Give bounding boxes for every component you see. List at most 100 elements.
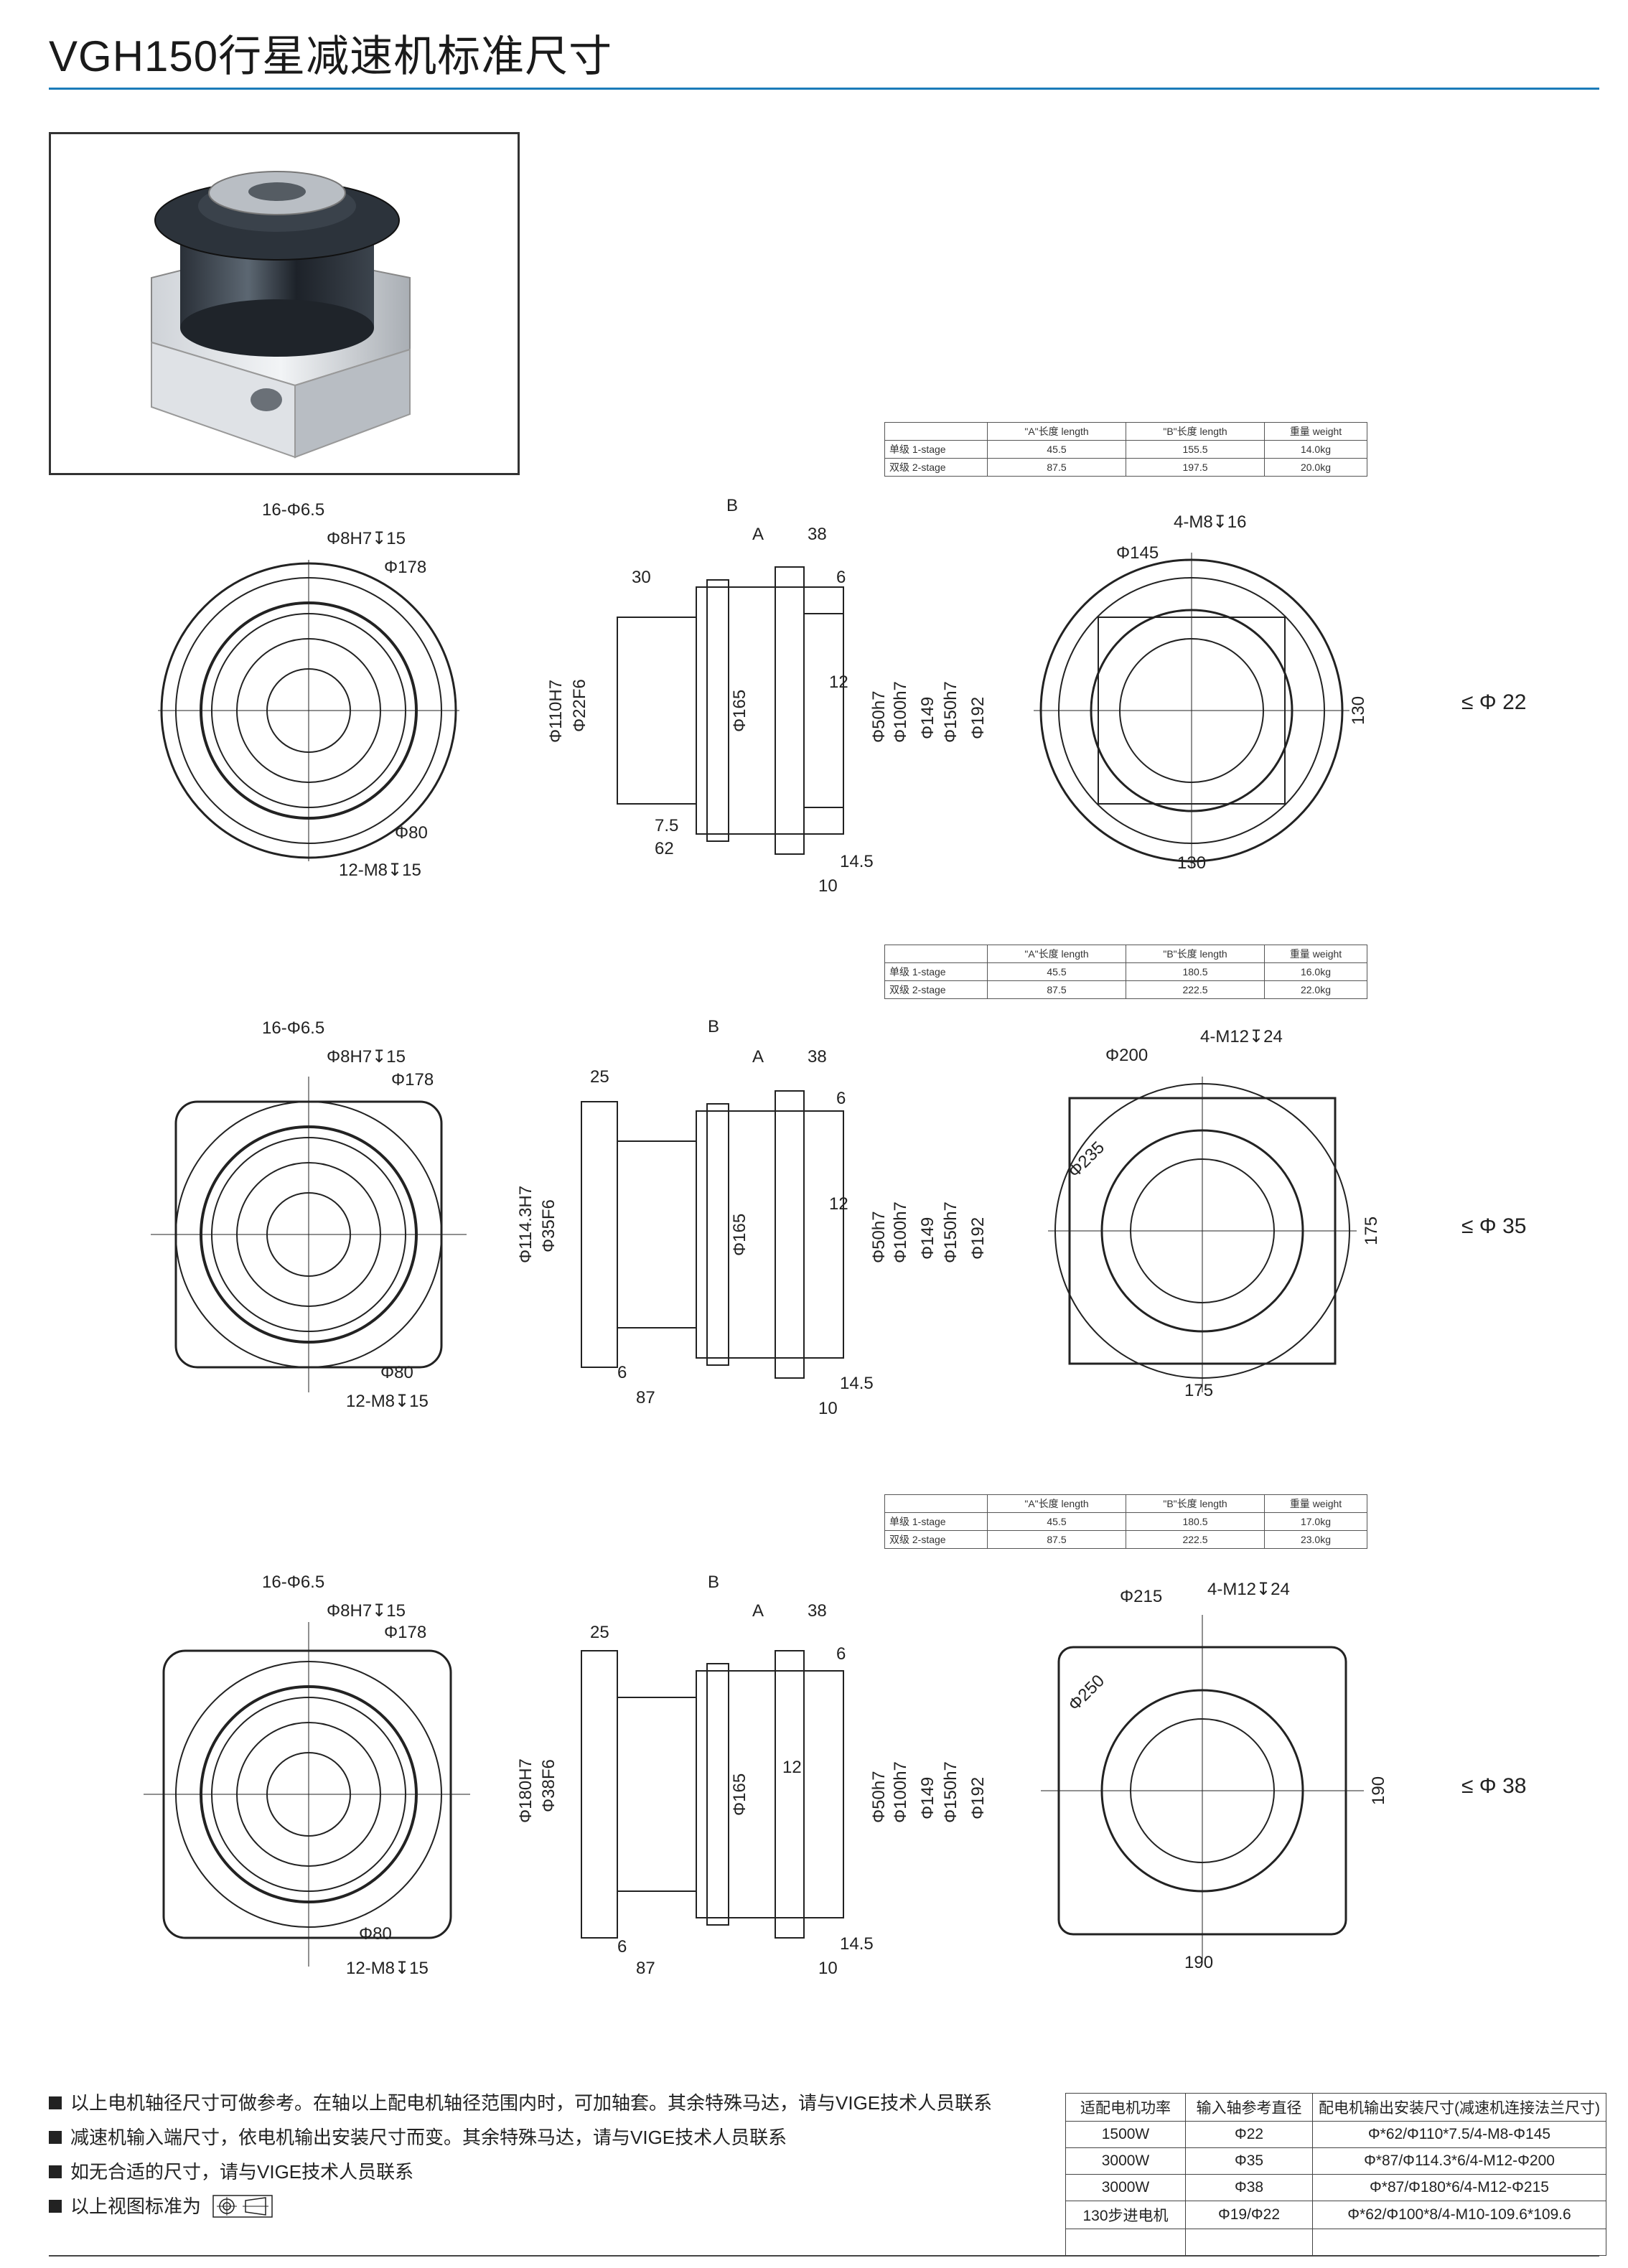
page-title: VGH150行星减速机标准尺寸 bbox=[49, 32, 613, 80]
svg-text:Φ145: Φ145 bbox=[1116, 543, 1159, 563]
drawing-row-3: 16-Φ6.5 Φ8H7↧15 Φ178 Φ80 12-M8↧15 B A 38… bbox=[144, 1573, 1388, 1978]
bullet-square-icon bbox=[49, 2200, 62, 2213]
svg-text:6: 6 bbox=[836, 1089, 846, 1108]
footer-rule bbox=[49, 2255, 1599, 2257]
spec-table-1: "A"长度 length "B"长度 length 重量 weight 单级 1… bbox=[884, 422, 1367, 477]
svg-text:Φ149: Φ149 bbox=[918, 697, 937, 739]
svg-text:12: 12 bbox=[782, 1758, 802, 1777]
svg-text:62: 62 bbox=[655, 839, 674, 858]
svg-text:87: 87 bbox=[636, 1388, 655, 1407]
svg-text:Φ192: Φ192 bbox=[968, 697, 988, 739]
svg-text:130: 130 bbox=[1349, 696, 1368, 725]
svg-text:Φ149: Φ149 bbox=[918, 1777, 937, 1819]
svg-text:Φ80: Φ80 bbox=[359, 1924, 392, 1944]
svg-text:Φ80: Φ80 bbox=[380, 1363, 413, 1382]
svg-text:Φ178: Φ178 bbox=[391, 1070, 434, 1090]
note-item: 减速机输入端尺寸，依电机输出安装尺寸而变。其余特殊马达，请与VIGE技术人员联系 bbox=[49, 2120, 992, 2155]
bullet-square-icon bbox=[49, 2165, 62, 2178]
svg-text:Φ192: Φ192 bbox=[968, 1777, 988, 1819]
svg-text:14.5: 14.5 bbox=[840, 1934, 874, 1954]
svg-text:6: 6 bbox=[617, 1363, 627, 1382]
svg-text:38: 38 bbox=[808, 525, 827, 544]
svg-text:10: 10 bbox=[818, 876, 838, 896]
svg-text:Φ149: Φ149 bbox=[918, 1217, 937, 1260]
svg-text:14.5: 14.5 bbox=[840, 852, 874, 871]
svg-text:190: 190 bbox=[1369, 1776, 1388, 1805]
svg-text:16-Φ6.5: 16-Φ6.5 bbox=[262, 1019, 324, 1038]
svg-text:12: 12 bbox=[829, 673, 848, 692]
svg-text:12-M8↧15: 12-M8↧15 bbox=[339, 861, 421, 880]
svg-text:12: 12 bbox=[829, 1194, 848, 1214]
third-angle-projection-icon bbox=[212, 2195, 273, 2218]
product-photo bbox=[49, 132, 520, 475]
svg-text:A: A bbox=[752, 1047, 764, 1067]
spec-table-3: "A"长度 length "B"长度 length 重量 weight 单级 1… bbox=[884, 1494, 1367, 1549]
svg-text:7.5: 7.5 bbox=[655, 816, 678, 835]
shaft-diameter-3: ≤ Φ 38 bbox=[1461, 1774, 1527, 1798]
svg-text:B: B bbox=[726, 496, 738, 515]
svg-text:Φ100h7: Φ100h7 bbox=[891, 681, 910, 743]
svg-text:Φ8H7↧15: Φ8H7↧15 bbox=[327, 1047, 406, 1067]
svg-text:A: A bbox=[752, 525, 764, 544]
svg-text:6: 6 bbox=[836, 1644, 846, 1664]
svg-text:Φ200: Φ200 bbox=[1105, 1046, 1148, 1065]
svg-text:4-M12↧24: 4-M12↧24 bbox=[1207, 1580, 1290, 1599]
svg-text:190: 190 bbox=[1184, 1953, 1213, 1972]
svg-text:4-M12↧24: 4-M12↧24 bbox=[1200, 1027, 1283, 1046]
svg-text:10: 10 bbox=[818, 1959, 838, 1978]
svg-text:Φ35F6: Φ35F6 bbox=[539, 1199, 558, 1252]
svg-text:Φ165: Φ165 bbox=[730, 1773, 749, 1816]
svg-text:Φ100h7: Φ100h7 bbox=[891, 1201, 910, 1263]
svg-text:12-M8↧15: 12-M8↧15 bbox=[346, 1392, 429, 1411]
spec-table-2: "A"长度 length "B"长度 length 重量 weight 单级 1… bbox=[884, 945, 1367, 999]
svg-text:Φ80: Φ80 bbox=[395, 823, 428, 843]
svg-text:16-Φ6.5: 16-Φ6.5 bbox=[262, 500, 324, 520]
svg-text:B: B bbox=[708, 1573, 719, 1592]
bullet-square-icon bbox=[49, 2096, 62, 2109]
svg-text:Φ150h7: Φ150h7 bbox=[941, 1761, 960, 1823]
svg-text:Φ250: Φ250 bbox=[1065, 1671, 1108, 1715]
svg-text:Φ165: Φ165 bbox=[730, 690, 749, 732]
svg-text:12-M8↧15: 12-M8↧15 bbox=[346, 1959, 429, 1978]
svg-text:Φ150h7: Φ150h7 bbox=[941, 681, 960, 743]
svg-text:30: 30 bbox=[632, 568, 651, 587]
svg-text:Φ150h7: Φ150h7 bbox=[941, 1201, 960, 1263]
svg-text:Φ50h7: Φ50h7 bbox=[869, 1771, 889, 1823]
svg-text:Φ100h7: Φ100h7 bbox=[891, 1761, 910, 1823]
svg-text:Φ178: Φ178 bbox=[384, 558, 426, 577]
drawing-row-2: 16-Φ6.5 Φ8H7↧15 Φ178 Φ80 12-M8↧15 B A 38… bbox=[151, 1019, 1381, 1418]
note-item: 以上视图标准为 bbox=[49, 2189, 992, 2224]
motor-adaptation-table: 适配电机功率 输入轴参考直径 配电机输出安装尺寸(减速机连接法兰尺寸) 1500… bbox=[1065, 2093, 1606, 2256]
svg-text:6: 6 bbox=[836, 568, 846, 587]
svg-text:Φ8H7↧15: Φ8H7↧15 bbox=[327, 529, 406, 548]
svg-text:Φ235: Φ235 bbox=[1065, 1138, 1108, 1181]
svg-text:Φ8H7↧15: Φ8H7↧15 bbox=[327, 1601, 406, 1621]
svg-text:16-Φ6.5: 16-Φ6.5 bbox=[262, 1573, 324, 1592]
svg-text:Φ180H7: Φ180H7 bbox=[516, 1758, 535, 1823]
svg-text:4-M8↧16: 4-M8↧16 bbox=[1174, 512, 1246, 532]
bullet-square-icon bbox=[49, 2131, 62, 2144]
svg-text:B: B bbox=[708, 1019, 719, 1036]
svg-text:Φ165: Φ165 bbox=[730, 1214, 749, 1256]
svg-text:Φ50h7: Φ50h7 bbox=[869, 1211, 889, 1263]
svg-text:25: 25 bbox=[590, 1623, 609, 1642]
svg-text:Φ178: Φ178 bbox=[384, 1623, 426, 1642]
svg-text:Φ110H7: Φ110H7 bbox=[546, 680, 566, 743]
note-item: 以上电机轴径尺寸可做参考。在轴以上配电机轴径范围内时，可加轴套。其余特殊马达，请… bbox=[49, 2086, 992, 2120]
drawing-row-1: 16-Φ6.5 Φ8H7↧15 Φ178 Φ80 12-M8↧15 B A 38… bbox=[158, 496, 1368, 896]
notes-list: 以上电机轴径尺寸可做参考。在轴以上配电机轴径范围内时，可加轴套。其余特殊马达，请… bbox=[49, 2086, 992, 2224]
gearbox-illustration bbox=[151, 171, 411, 459]
shaft-diameter-2: ≤ Φ 35 bbox=[1461, 1214, 1527, 1238]
svg-text:87: 87 bbox=[636, 1959, 655, 1978]
svg-text:Φ192: Φ192 bbox=[968, 1217, 988, 1260]
svg-text:Φ50h7: Φ50h7 bbox=[869, 690, 889, 743]
svg-text:38: 38 bbox=[808, 1047, 827, 1067]
svg-text:14.5: 14.5 bbox=[840, 1374, 874, 1393]
svg-text:25: 25 bbox=[590, 1067, 609, 1087]
shaft-diameter-1: ≤ Φ 22 bbox=[1461, 690, 1527, 714]
svg-text:6: 6 bbox=[617, 1937, 627, 1957]
svg-text:130: 130 bbox=[1177, 853, 1206, 873]
svg-text:A: A bbox=[752, 1601, 764, 1621]
svg-text:175: 175 bbox=[1362, 1217, 1381, 1245]
svg-text:10: 10 bbox=[818, 1399, 838, 1418]
